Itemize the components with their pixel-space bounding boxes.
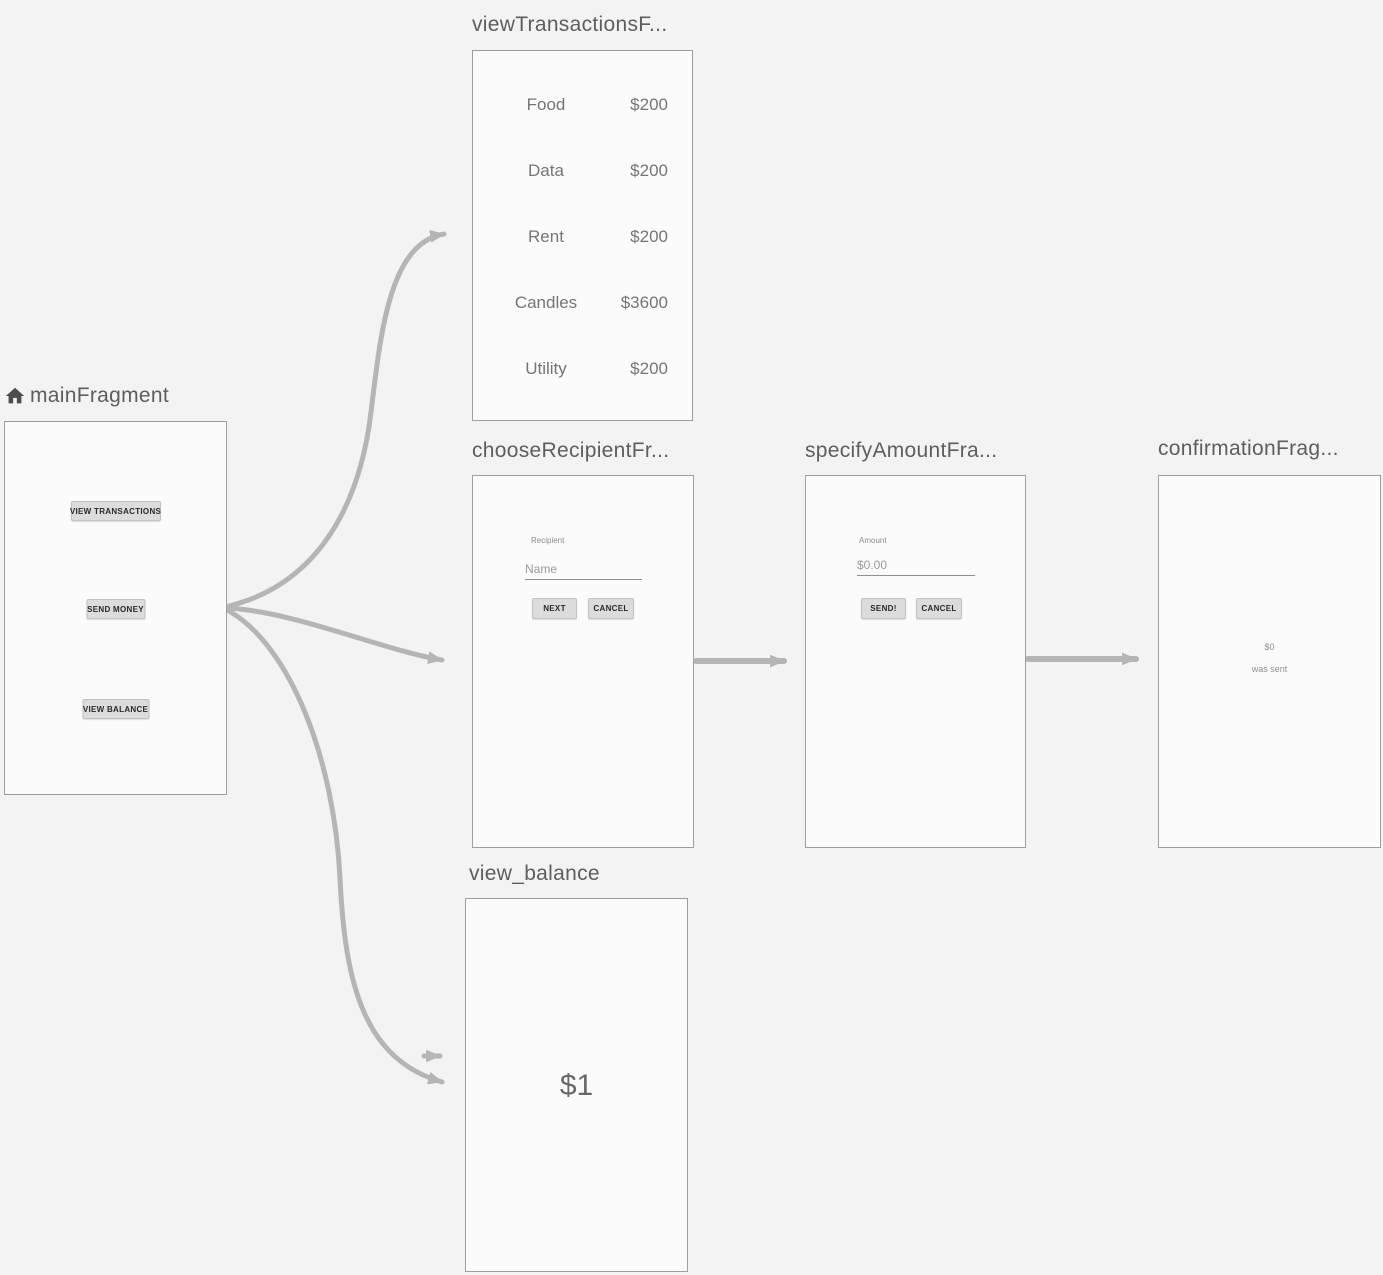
amount-field-label: Amount	[859, 536, 887, 545]
home-icon	[5, 387, 25, 404]
fragment-title-choose-recipient: chooseRecipientFr...	[472, 439, 669, 463]
transaction-row: Candles $3600	[473, 270, 692, 336]
fragment-title-choose-recipient-label: chooseRecipientFr...	[472, 439, 670, 462]
transaction-amount: $200	[630, 227, 668, 246]
transaction-amount: $200	[630, 95, 668, 114]
transaction-row: Utility $200	[473, 336, 692, 402]
action-arrow-main-to-view-balance[interactable]	[226, 608, 445, 1085]
transaction-label: Data	[528, 161, 564, 180]
confirmation-message-text: was sent	[1251, 664, 1288, 674]
recipient-field-label: Recipient	[531, 536, 565, 545]
transaction-amount: $200	[630, 161, 668, 180]
transactions-list: Food $200 Data $200 Rent $200 Candles $3…	[473, 72, 692, 402]
action-arrow-main-to-choose-recipient[interactable]	[226, 605, 445, 665]
preview-send-money-button: SEND MONEY	[86, 599, 145, 619]
transaction-row: Food $200	[473, 72, 692, 138]
fragment-card-choose-recipient[interactable]: Recipient Name NEXT CANCEL	[472, 475, 694, 848]
confirmation-amount-text: $0	[1264, 642, 1275, 652]
fragment-card-view-balance[interactable]: $1	[465, 898, 688, 1272]
preview-cancel-button: CANCEL	[916, 598, 962, 619]
preview-send-button: SEND!	[861, 598, 906, 619]
fragment-card-view-transactions[interactable]: Food $200 Data $200 Rent $200 Candles $3…	[472, 50, 693, 421]
preview-next-button: NEXT	[532, 598, 577, 619]
preview-view-balance-button: VIEW BALANCE	[82, 699, 149, 719]
fragment-card-specify-amount[interactable]: Amount $0.00 SEND! CANCEL	[805, 475, 1026, 848]
fragment-title-confirmation-label: confirmationFrag...	[1158, 437, 1339, 460]
fragment-title-view-balance-label: view_balance	[469, 862, 600, 885]
transaction-label: Rent	[528, 227, 564, 246]
transaction-label: Utility	[525, 359, 567, 378]
amount-input: $0.00	[857, 558, 975, 576]
transaction-amount: $3600	[620, 293, 668, 312]
fragment-title-view-balance: view_balance	[469, 862, 600, 886]
transaction-row: Rent $200	[473, 204, 692, 270]
fragment-title-view-transactions-label: viewTransactionsF...	[472, 13, 668, 36]
fragment-title-specify-amount-label: specifyAmountFra...	[805, 439, 998, 462]
balance-text: $1	[559, 1069, 594, 1102]
fragment-title-confirmation: confirmationFrag...	[1158, 437, 1339, 461]
transaction-row: Data $200	[473, 138, 692, 204]
fragment-title-main-label: mainFragment	[30, 384, 169, 407]
fragment-title-specify-amount: specifyAmountFra...	[805, 439, 997, 463]
transaction-label: Candles	[514, 293, 578, 312]
fragment-title-main: mainFragment	[4, 384, 169, 408]
fragment-card-confirmation[interactable]: $0 was sent	[1158, 475, 1381, 848]
fragment-title-view-transactions: viewTransactionsF...	[472, 13, 667, 37]
fragment-card-main[interactable]: VIEW TRANSACTIONS SEND MONEY VIEW BALANC…	[4, 421, 227, 795]
action-arrow-main-to-view-transactions[interactable]	[226, 229, 447, 609]
transaction-amount: $200	[630, 359, 668, 378]
preview-cancel-button: CANCEL	[588, 598, 634, 619]
transaction-label: Food	[526, 95, 566, 114]
recipient-name-input: Name	[525, 562, 642, 580]
preview-view-transactions-button: VIEW TRANSACTIONS	[70, 501, 161, 521]
